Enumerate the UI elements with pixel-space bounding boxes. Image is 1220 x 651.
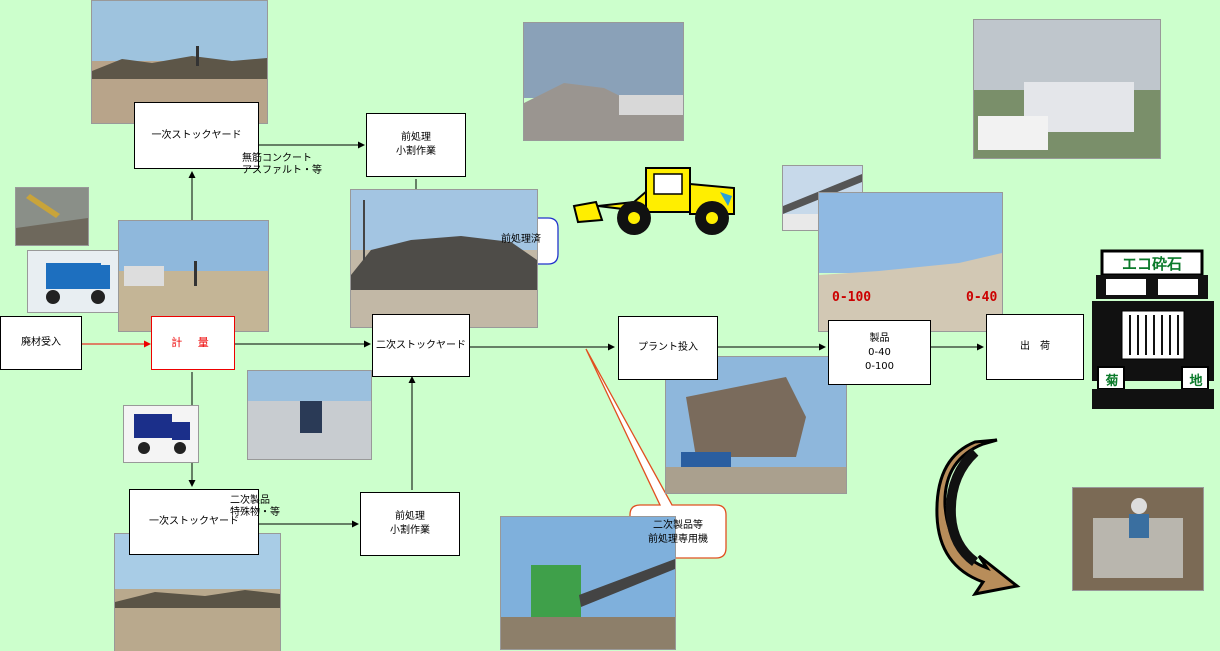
box-secondary-stockyard[interactable]: 二次ストックヤード	[372, 314, 470, 377]
photo-product-piles	[818, 192, 1003, 332]
truck-sign-left: 菊	[1105, 374, 1119, 389]
return-arrow-clipart	[935, 436, 1023, 596]
box-pretreatment-bottom[interactable]: 前処理 小割作業	[360, 492, 460, 556]
box-primary-stockyard-top[interactable]: 一次ストックヤード	[134, 102, 259, 169]
photo-rubble-pile	[523, 22, 684, 141]
photo-dump-truck-small	[123, 405, 199, 463]
truck-sign-top: エコ砕石	[1121, 255, 1182, 273]
truck-sign-right: 地	[1189, 374, 1203, 389]
wheel-loader-clipart	[572, 162, 742, 238]
callout-pre-done-text: 前処理済	[501, 234, 541, 245]
photo-fence-sign	[247, 370, 372, 460]
photo-special-machine	[500, 516, 676, 650]
eco-truck-clipart: エコ砕石 菊 地	[1092, 249, 1214, 414]
photo-excavator	[15, 187, 89, 246]
box-primary-stockyard-bottom[interactable]: 一次ストックヤード	[129, 489, 259, 555]
photo-office	[973, 19, 1161, 159]
photo-secondary-pile	[350, 189, 538, 328]
photo-crushing-plant	[665, 356, 847, 494]
box-shipping[interactable]: 出 荷	[986, 314, 1084, 380]
callout-special-machine-text: 二次製品等 前処理専用機	[648, 520, 708, 545]
label-secondary-products: 二次製品 特殊物・等	[230, 495, 280, 518]
overlay-size-0-40: 0-40	[966, 290, 998, 305]
callout-special-machine	[585, 348, 727, 559]
photo-weighing-yard	[118, 220, 269, 332]
box-plant-input[interactable]: プラント投入	[618, 316, 718, 380]
photo-worker	[1072, 487, 1204, 591]
box-product[interactable]: 製品 0-40 0-100	[828, 320, 931, 385]
box-weighing[interactable]: 計 量	[151, 316, 235, 370]
label-plain-concrete: 無筋コンクート アスファルト・等	[242, 153, 322, 176]
box-pretreatment-top[interactable]: 前処理 小割作業	[366, 113, 466, 177]
box-waste-intake[interactable]: 廃材受入	[0, 316, 82, 370]
photo-dump-truck-blue	[27, 250, 120, 313]
overlay-size-0-100: 0-100	[832, 290, 872, 305]
